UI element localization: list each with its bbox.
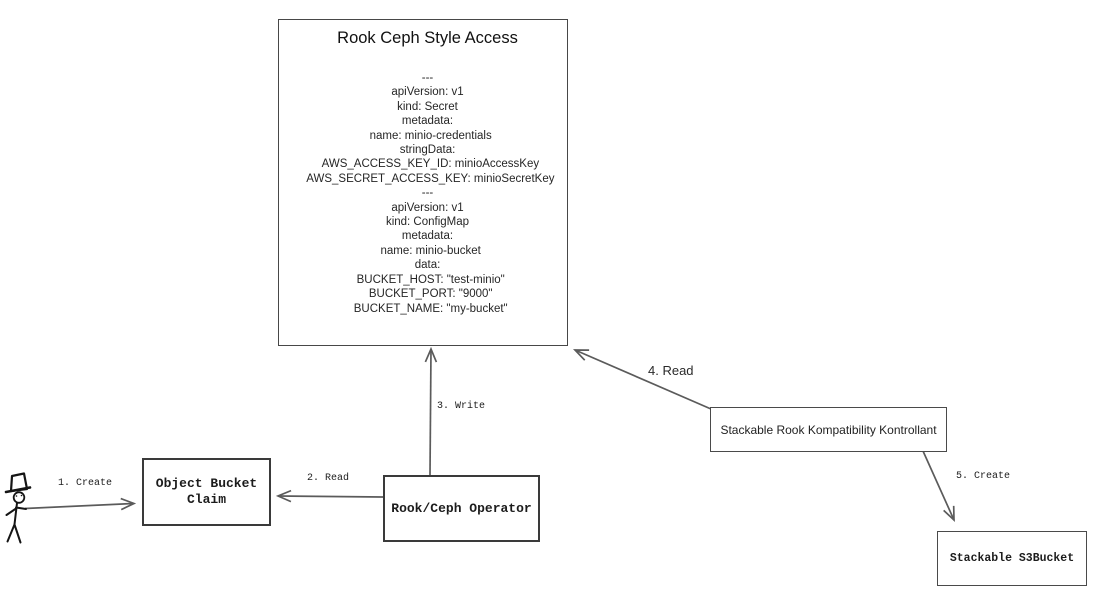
node-rook-ceph-style-access: Rook Ceph Style Access --- apiVersion: v… [278,19,568,346]
node-stackable-kontrollant-label: Stackable Rook Kompatibility Kontrollant [720,422,937,437]
arrow-read-obc [278,496,384,497]
arrow-read-yaml [575,350,712,410]
edge-label-write-yaml: 3. Write [437,401,486,412]
edge-label-read-yaml: 4. Read [648,363,694,378]
user-icon [4,472,32,544]
node-stackable-kontrollant: Stackable Rook Kompatibility Kontrollant [710,407,947,452]
node-stackable-s3bucket-label: Stackable S3Bucket [949,552,1075,565]
node-rook-ceph-operator-label: Rook/Ceph Operator [391,501,532,516]
node-object-bucket-claim-label: Object Bucket Claim [155,476,258,507]
arrow-create-s3bucket [922,450,954,520]
arrow-create-obc [24,504,134,509]
yaml-box-title: Rook Ceph Style Access [337,29,518,47]
node-object-bucket-claim: Object Bucket Claim [142,458,271,526]
edge-label-create-obc: 1. Create [58,478,113,489]
node-rook-ceph-operator: Rook/Ceph Operator [383,475,540,542]
edge-label-read-obc: 2. Read [307,473,350,484]
edge-label-create-s3bucket: 5. Create [956,471,1011,482]
arrow-write-yaml [430,349,431,476]
node-stackable-s3bucket: Stackable S3Bucket [937,531,1087,586]
yaml-code-block: --- apiVersion: v1 kind: Secret metadata… [306,72,555,315]
